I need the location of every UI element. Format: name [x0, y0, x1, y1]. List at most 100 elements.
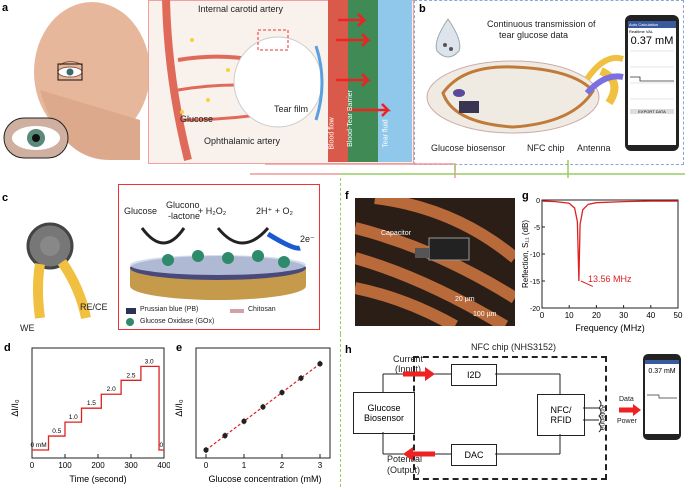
dac-label: DAC: [464, 450, 484, 460]
panel-c: c RE/CE WE Glucose Glucono -lactone + H₂…: [0, 178, 338, 338]
chart-g-annotation-arrow: [580, 280, 594, 287]
label-we: WE: [20, 323, 35, 333]
chart-d-xtick-label: 0: [30, 461, 35, 470]
chart-g-ylabel: Reflection, S₁₁ (dB): [521, 220, 530, 288]
panel-c-label: c: [2, 192, 9, 204]
chart-g-annotation: 13.56 MHz: [588, 274, 632, 284]
nfc-line2: RFID: [550, 415, 572, 425]
chart-d-step-label: 1.0: [69, 414, 78, 421]
panel-a: a Internal carotid artery Glucose Tear f…: [0, 0, 414, 165]
legend-gox: Glucose Oxidase (GOx): [140, 318, 215, 325]
panel-f-label: f: [345, 190, 349, 202]
label-gluconolactone-1: Glucono: [166, 200, 200, 210]
reaction-arrows: [140, 227, 301, 251]
nfc-box: NFC/ RFID: [537, 394, 585, 436]
label-current: Current: [393, 354, 424, 364]
chart-g-xtick-label: 0: [540, 311, 545, 320]
chart-d-xtick-label: 300: [124, 461, 138, 470]
chart-g-frame: [541, 199, 679, 309]
chart-e-xtick-label: 3: [318, 461, 323, 470]
phone-sub: Realtime VAL: [629, 29, 654, 34]
label-h2o2: + H₂O₂: [198, 206, 227, 216]
signal-arrows: [585, 55, 624, 96]
artery-illustration: [162, 0, 324, 161]
scale-20um: 20 µm: [455, 296, 475, 303]
chart-e-frame: [195, 347, 331, 459]
chart-g-ytick-label: -20: [530, 306, 540, 313]
antenna-coils: [355, 198, 515, 326]
chart-g-ytick-label: 0: [536, 198, 540, 205]
capacitor-label: Capacitor: [381, 230, 411, 237]
phone-header: Auto Calculation: [628, 21, 676, 28]
i2d-box: I2D: [451, 364, 497, 386]
b-biosensor: Glucose biosensor: [431, 143, 506, 153]
biosensor-line1: Glucose: [367, 403, 401, 413]
chart-e-xtick-label: 0: [204, 461, 209, 470]
chart-g-xtick-label: 20: [592, 311, 601, 320]
chart-g-xtick-label: 10: [565, 311, 574, 320]
chart-e-xtick-label: 1: [242, 461, 247, 470]
phone-trace: [630, 50, 674, 100]
chart-d-xlabel: Time (second): [69, 474, 126, 484]
chart-e-point: [222, 433, 228, 439]
panel-g: g Reflection, S₁₁ (dB) Frequency (MHz) 1…: [518, 178, 684, 334]
chart-d-xtick-label: 100: [58, 461, 72, 470]
chart-g-xtick-label: 40: [646, 311, 655, 320]
label-glucose-c: Glucose: [124, 206, 158, 216]
legend-gox-swatch: [126, 318, 134, 326]
phone-export[interactable]: EXPORT DATA: [630, 109, 674, 114]
antenna-label-h: Antenna: [598, 404, 606, 431]
phone-h: 0.37 mM: [643, 354, 681, 440]
b-antenna: Antenna: [577, 143, 611, 153]
glucose-label-a: Glucose: [180, 114, 214, 124]
chart-e-point: [317, 361, 323, 367]
block-diagram-lines: [382, 367, 641, 461]
ophthalamic-label: Ophthalamic artery: [204, 136, 281, 146]
chart-d-step-label: 0 mM: [30, 442, 46, 449]
chart-d-trace: [32, 365, 164, 451]
chart-e-ylabel: ΔI/I₀: [174, 399, 184, 417]
connector-lines: [250, 160, 685, 178]
chart-d-ylabel: ΔI/I₀: [10, 399, 20, 417]
chart-g-xtick-label: 50: [674, 311, 683, 320]
label-output: (Output): [387, 465, 421, 475]
legend-chitosan: Chitosan: [248, 306, 276, 313]
i2d-label: I2D: [466, 370, 481, 380]
label-re-ce: RE/CE: [80, 302, 108, 312]
panel-d-label: d: [4, 342, 11, 354]
biosensor-line2: Biosensor: [363, 413, 405, 423]
chart-e-point: [203, 447, 209, 453]
carotid-label: Internal carotid artery: [198, 4, 284, 14]
strip3-label: Tear fluid: [382, 119, 390, 148]
chart-d-step-label: 0: [160, 442, 164, 449]
nfc-line1: NFC/: [550, 405, 572, 415]
chart-d-step-label: 2.5: [126, 372, 135, 379]
chart-g-xtick-label: 30: [619, 311, 628, 320]
label-gluconolactone-2: -lactone: [168, 211, 201, 221]
head-illustration: [3, 2, 150, 160]
legend-pb-swatch: [126, 308, 136, 314]
chart-g-ytick-label: -10: [530, 252, 540, 259]
scale-100um: 100 µm: [473, 311, 497, 318]
label-input: (Input): [395, 364, 422, 374]
b-title-line2: tear glucose data: [499, 30, 569, 40]
flow-arrows: [336, 13, 392, 117]
chart-g-ytick-label: -5: [534, 225, 540, 232]
label-data: Data: [619, 396, 634, 403]
chip-title: NFC chip (NHS3152): [471, 342, 557, 352]
strip-tear-fluid: [378, 0, 412, 162]
panel-b: b Continuous transmission of tear glucos…: [414, 0, 684, 165]
chart-d-step-label: 1.5: [87, 400, 96, 407]
strip1-label: Blood flow: [328, 117, 336, 150]
chart-d-step-label: 2.0: [107, 386, 116, 393]
label-products: 2H⁺ + O₂: [256, 206, 294, 216]
dac-box: DAC: [451, 444, 497, 466]
chart-d-step-label: 0.5: [52, 428, 61, 435]
electrode-stack: [130, 250, 306, 300]
panel-h: h NFC chip (NHS3152) Current (Input) Pot…: [340, 334, 685, 487]
chart-e-point: [260, 404, 266, 410]
